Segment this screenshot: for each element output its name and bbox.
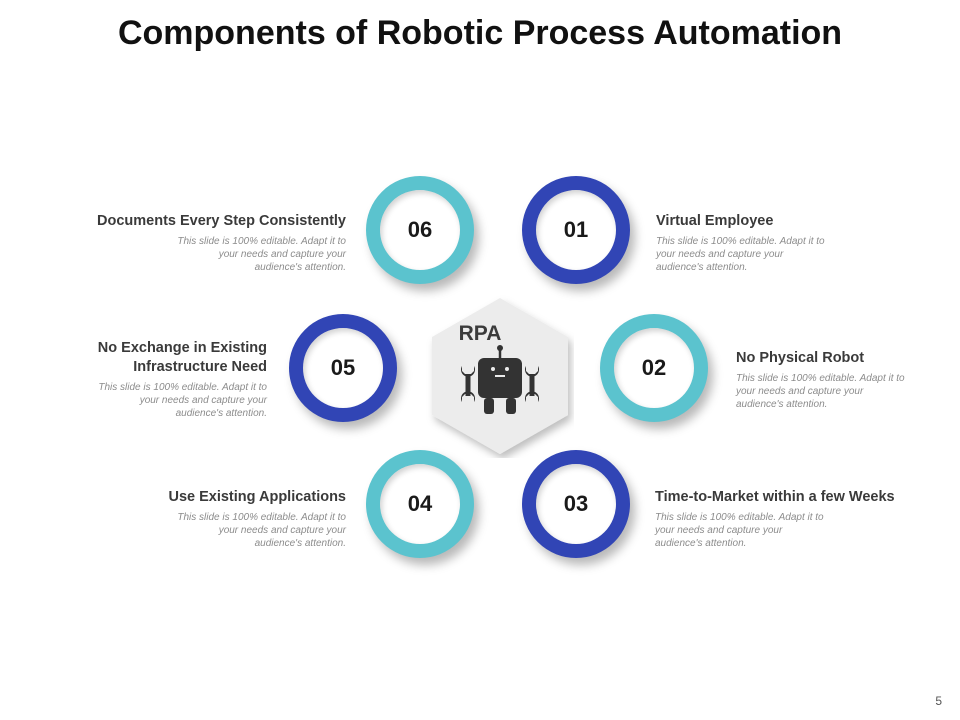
slide-title: Components of Robotic Process Automation [117, 14, 843, 52]
item-heading: No Exchange in Existing Infrastructure N… [97, 340, 267, 375]
ring-number: 04 [407, 491, 433, 516]
ring-number: 05 [330, 355, 356, 380]
item-description: This slide is 100% editable. Adapt it to… [98, 382, 267, 419]
item-06: Documents Every Step Consistently This s… [60, 212, 346, 274]
item-01: Virtual Employee This slide is 100% edit… [656, 212, 826, 274]
item-description: This slide is 100% editable. Adapt it to… [736, 373, 905, 410]
item-heading: Use Existing Applications [168, 489, 346, 505]
item-04: Use Existing Applications This slide is … [100, 488, 346, 550]
ring-06: 06 [366, 176, 474, 284]
ring-number: 02 [641, 355, 667, 380]
ring-03: 03 [522, 450, 630, 558]
item-heading: Documents Every Step Consistently [97, 213, 346, 229]
ring-02: 02 [600, 314, 708, 422]
item-heading: Time-to-Market within a few Weeks [655, 489, 895, 505]
ring-05: 05 [289, 314, 397, 422]
item-heading: Virtual Employee [656, 213, 774, 229]
ring-04: 04 [366, 450, 474, 558]
item-heading: No Physical Robot [736, 350, 865, 366]
ring-number: 06 [407, 217, 433, 242]
ring-number: 03 [563, 491, 589, 516]
item-description: This slide is 100% editable. Adapt it to… [656, 236, 825, 273]
item-description: This slide is 100% editable. Adapt it to… [655, 512, 824, 549]
item-description: This slide is 100% editable. Adapt it to… [177, 512, 346, 549]
center-label: RPA [458, 322, 502, 345]
item-02: No Physical Robot This slide is 100% edi… [736, 349, 908, 411]
robot-icon [461, 345, 539, 414]
page-number: 5 [935, 694, 942, 708]
item-description: This slide is 100% editable. Adapt it to… [177, 236, 346, 273]
ring-01: 01 [522, 176, 630, 284]
item-03: Time-to-Market within a few Weeks This s… [655, 488, 935, 550]
ring-number: 01 [563, 217, 589, 242]
item-05: No Exchange in Existing Infrastructure N… [60, 339, 267, 420]
